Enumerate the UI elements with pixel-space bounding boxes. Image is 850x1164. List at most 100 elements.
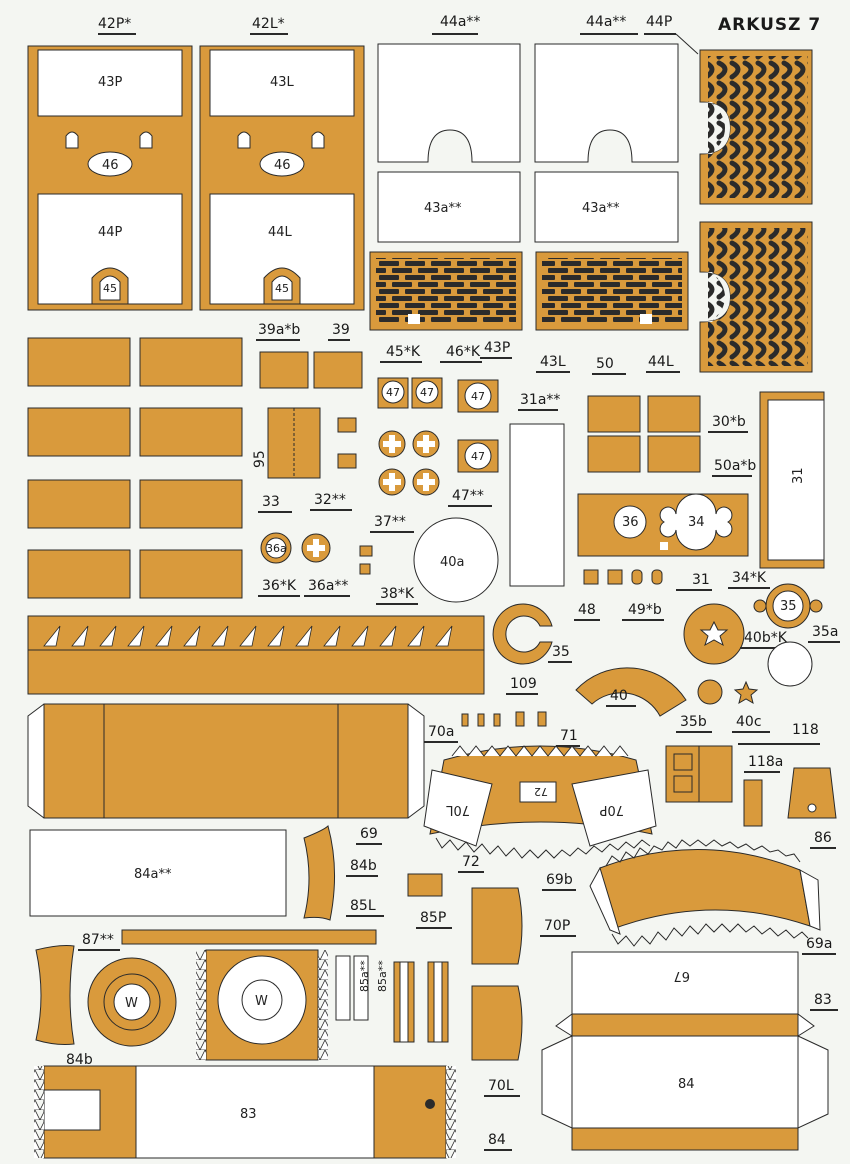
part-86 [787,767,837,819]
part-32-a [337,417,357,433]
inner-31: 31 [791,467,806,484]
sheet-title: ARKUSZ 7 [718,15,821,35]
inner-34: 34 [688,515,705,530]
part-34k [753,583,823,629]
label-44l: 44L [648,354,674,370]
label-69a: 69a [806,936,832,952]
part-85a [335,955,369,1021]
label-118: 118 [792,722,819,738]
inner-44l: 44L [268,225,293,240]
part-70l [471,985,523,1061]
inner-67: 67 [673,968,690,983]
inner-70p: 70P [599,802,624,817]
label-71: 71 [560,728,578,744]
part-69a [589,839,821,947]
part-40-arc [575,667,687,717]
label-69b: 69b [546,872,573,888]
part-38 [359,563,371,575]
inner-45-a: 45 [103,282,117,295]
label-50: 50 [596,356,614,372]
label-86: 86 [814,830,832,846]
part-50-b [647,395,701,433]
inner-w-1: W [125,996,138,1011]
part-70p [471,887,523,965]
part-43a-2 [534,171,679,243]
part-118 [665,745,733,803]
label-72: 72 [462,854,480,870]
inner-35: 35 [780,599,797,614]
part-67-84-box [541,951,829,1151]
part-72-small [407,873,443,897]
part-31a [509,423,565,587]
part-33 [267,407,321,479]
label-37: 37** [374,514,406,530]
label-44a-1: 44a** [440,14,480,30]
part-85l [393,961,415,1043]
inner-83: 83 [240,1107,257,1122]
part-87-wheel [196,949,328,1061]
label-45k: 45*K [386,344,421,360]
label-32: 32** [314,492,346,508]
part-31-plate [577,493,749,557]
inner-84: 84 [678,1077,695,1092]
label-85p: 85P [420,910,446,926]
part-35-ring [492,603,553,665]
label-44a-2: 44a** [586,14,626,30]
label-39: 39 [332,322,350,338]
part-35b [697,679,723,705]
inner-43a-2: 43a** [582,201,620,216]
part-44p-roof [699,49,813,205]
inner-43a-1: 43a** [424,201,462,216]
label-43l: 43L [540,354,566,370]
part-48-49 [583,569,663,585]
part-42l [199,45,365,311]
part-31-box [759,391,825,569]
inner-47-d: 47 [471,450,485,463]
label-40bk: 40b*K [744,630,788,646]
part-47-discs [377,377,499,473]
inner-43p: 43P [98,75,123,90]
inner-47-a: 47 [386,386,400,399]
inner-85a-2: 85a** [376,960,389,992]
label-87: 87** [82,932,114,948]
label-40: 40 [610,688,628,704]
part-43a-1 [377,171,521,243]
part-87-hub [87,957,177,1047]
label-31: 31 [692,572,710,588]
part-118a [743,779,763,827]
part-50a-b [647,435,701,473]
label-42p: 42P* [98,16,131,32]
part-37 [359,545,373,557]
label-40c: 40c [736,714,762,730]
label-84: 84 [488,1132,506,1148]
label-35: 35 [552,644,570,660]
part-40c [733,680,759,705]
part-44a-2 [534,43,679,163]
part-43l-brick [535,251,689,331]
inner-72: 72 [534,785,548,798]
inner-70l: 70L [445,802,470,817]
label-84b-2: 84b [66,1052,93,1068]
label-38: 38*K [380,586,415,602]
label-83: 83 [814,992,832,1008]
part-42p [27,45,193,311]
label-48: 48 [578,602,596,618]
part-35a [767,641,813,687]
inner-36: 36 [622,515,639,530]
inner-46-a: 46 [102,158,119,173]
label-39ab: 39a*b [258,322,300,338]
part-70a-71 [461,711,547,727]
label-69: 69 [360,826,378,842]
label-70l: 70L [488,1078,514,1094]
label-84b-1: 84b [350,858,377,874]
label-85l: 85L [350,898,376,914]
part-40a [413,517,499,603]
inner-47-c: 47 [471,390,485,403]
label-42l: 42L* [252,16,285,32]
part-70-curved [423,745,657,859]
part-39 [313,351,363,389]
label-31a: 31a** [520,392,560,408]
part-83-lower [34,1065,456,1159]
part-87-top-strip [121,929,377,945]
